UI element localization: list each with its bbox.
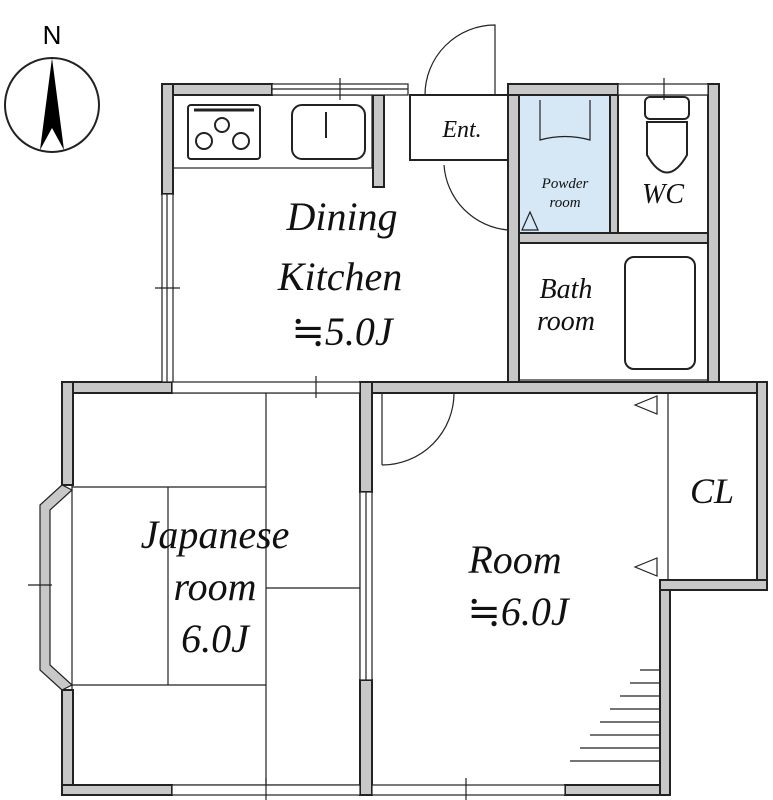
room-size: ≒6.0J xyxy=(467,589,571,634)
dining-kitchen-size: ≒5.0J xyxy=(291,309,395,354)
bathroom-label-line2: room xyxy=(537,306,595,337)
entrance-label: Ent. xyxy=(441,117,481,143)
sink-icon xyxy=(291,104,366,160)
japanese-room-label-line1: Japanese xyxy=(141,512,290,557)
closet-door-marker xyxy=(633,395,658,415)
room-label: Room xyxy=(467,537,561,582)
north-arrow-icon xyxy=(40,58,64,150)
wc-label: WC xyxy=(642,179,684,210)
bathroom-label-line1: Bath xyxy=(540,274,593,305)
japanese-room-label-line2: room xyxy=(174,564,257,609)
powder-room-floor xyxy=(518,95,610,240)
room-door-swing xyxy=(381,392,455,466)
toilet-icon xyxy=(644,96,690,174)
dining-kitchen-label-line2: Kitchen xyxy=(277,254,402,299)
compass-north-label: N xyxy=(43,20,62,50)
entrance-floor xyxy=(409,94,509,161)
compass: N xyxy=(4,20,100,153)
stair-hatching xyxy=(570,669,660,762)
windows xyxy=(28,78,709,800)
dining-kitchen-label-line1: Dining xyxy=(285,194,397,239)
powder-door-swing xyxy=(443,164,509,231)
tatami-lines xyxy=(72,393,360,785)
closet-label: CL xyxy=(690,471,734,511)
closet-door-marker xyxy=(633,557,658,577)
powder-room-label-line1: Powder xyxy=(541,176,589,192)
step-marker-icon xyxy=(521,210,539,231)
washbasin-icon xyxy=(539,100,591,141)
stove-icon xyxy=(187,104,261,160)
powder-room-label-line2: room xyxy=(549,195,580,211)
wc-floor xyxy=(617,94,709,234)
entry-door-swing xyxy=(424,24,496,96)
bathtub-icon xyxy=(624,256,696,370)
japanese-room-size: 6.0J xyxy=(181,616,251,661)
